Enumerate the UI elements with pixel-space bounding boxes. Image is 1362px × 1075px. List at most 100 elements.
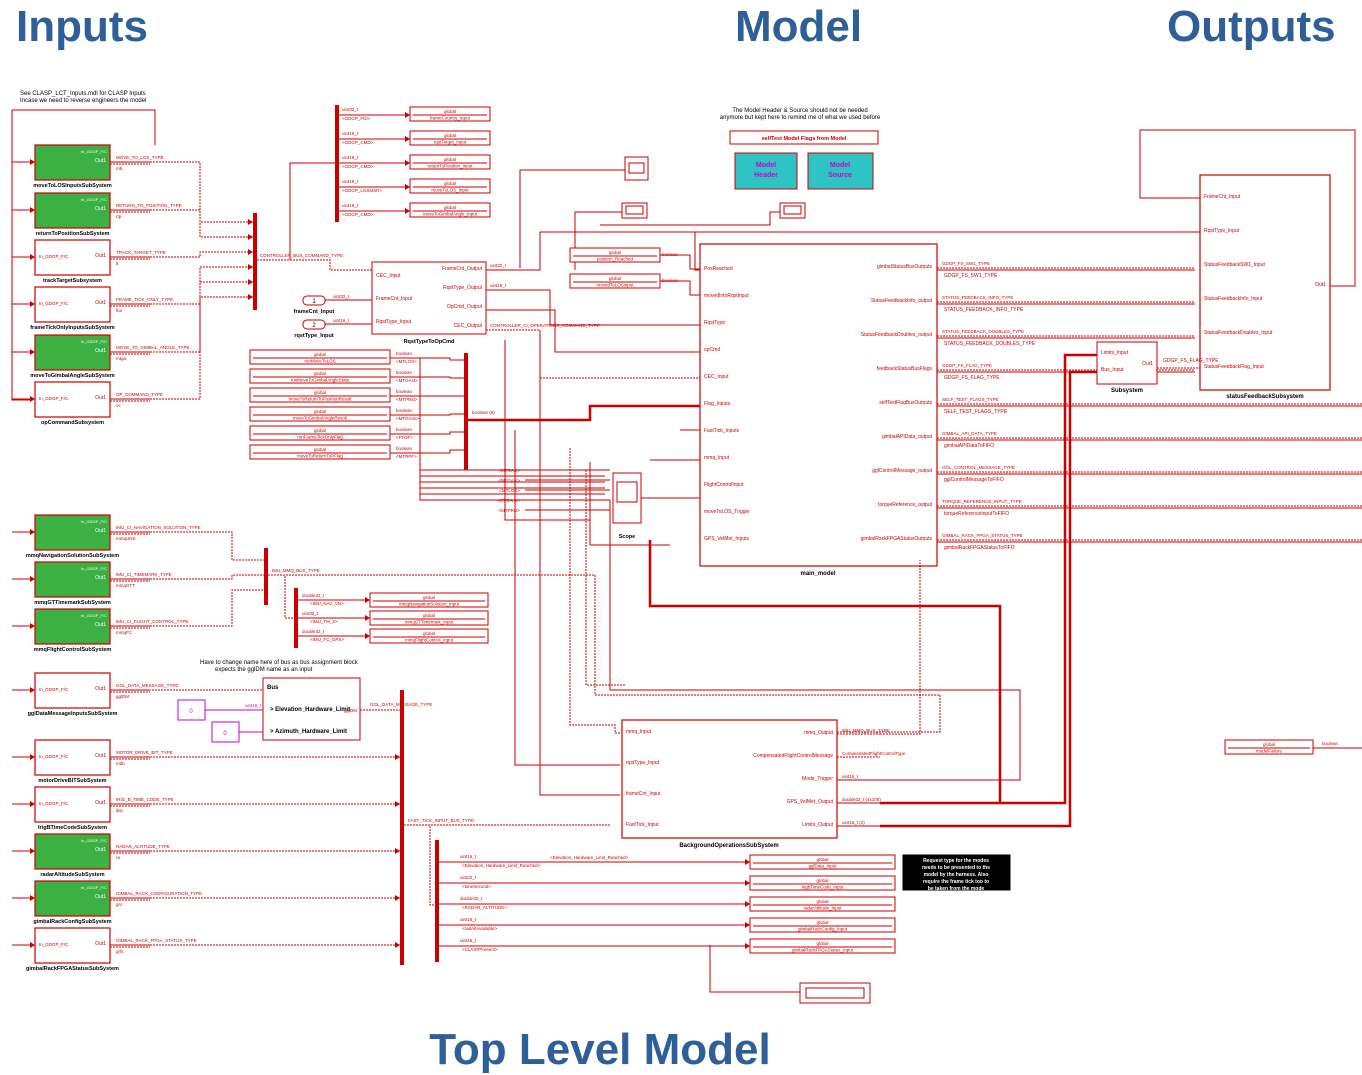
fast-data-store[interactable] bbox=[749, 938, 896, 954]
data-store-name: moveToReturnToPFlag bbox=[297, 454, 343, 459]
flag-data-store[interactable] bbox=[249, 406, 391, 422]
status-inport-label: StatusFeedbackDoubles_Input bbox=[1204, 330, 1273, 336]
input-arrow bbox=[30, 301, 35, 307]
background-operations-subsystem[interactable] bbox=[621, 719, 838, 839]
inputs-header: Inputs bbox=[16, 2, 148, 51]
imu-data-store[interactable] bbox=[369, 610, 489, 626]
input-subsystem-block[interactable] bbox=[34, 514, 111, 551]
signal-type-label: boolean bbox=[396, 389, 413, 394]
bus-creator-1 bbox=[253, 213, 257, 310]
data-store-scope-label: global bbox=[816, 941, 828, 946]
input-subsystem-name: gglDataMessageInputsSubSystem bbox=[28, 711, 118, 717]
subsystem-inport-label: In_GDGP_F/C bbox=[81, 613, 107, 618]
fast-data-store[interactable] bbox=[749, 875, 896, 891]
imu-bus-line bbox=[268, 574, 294, 619]
bus-assign-element: > Elevation_Hardware_Limit bbox=[270, 707, 350, 713]
fast-data-store[interactable] bbox=[749, 896, 896, 912]
bus-arrow bbox=[248, 219, 253, 225]
main-model-name: main_model bbox=[800, 571, 835, 577]
input-subsystem-block[interactable] bbox=[34, 608, 111, 645]
port-signal-label: grc bbox=[116, 902, 123, 907]
subsystem-inport-label: In_GDGP_F/C bbox=[81, 838, 107, 843]
signal-name-label: <IMU_TM_2> bbox=[310, 619, 338, 624]
fast-data-store[interactable] bbox=[749, 917, 896, 933]
gdgp-data-store[interactable] bbox=[409, 130, 491, 146]
port-signal-label: grfs bbox=[116, 949, 124, 954]
imu-data-store[interactable] bbox=[369, 628, 489, 644]
bg-inport-label: FastTick_Input bbox=[626, 822, 659, 828]
signal-type-label: uint16_t bbox=[342, 203, 359, 208]
main-model-block[interactable] bbox=[699, 243, 938, 567]
input-arrow bbox=[30, 754, 35, 760]
request-note-line: require the frame tick too to bbox=[923, 879, 989, 885]
main-inport-label: Flag_Inputs bbox=[704, 401, 731, 407]
bus-assignment-block[interactable] bbox=[262, 677, 361, 741]
bus-assign-output: gglDM bbox=[344, 708, 357, 713]
input-subsystem-name: mmqFlightControlSubSystem bbox=[34, 647, 112, 653]
main-outport-label: StatusFeedbackDoubles_output bbox=[861, 332, 933, 338]
gdgp-data-store[interactable] bbox=[409, 154, 491, 170]
rqst-type-to-opcmd-block[interactable] bbox=[371, 261, 487, 335]
gdgp-data-store[interactable] bbox=[409, 106, 491, 122]
input-subsystem-block[interactable] bbox=[34, 286, 111, 323]
imu-to-bg bbox=[268, 574, 941, 733]
bus-name-note: Have to change name here of bus as bus a… bbox=[200, 660, 359, 666]
signal-type-label: uint32_t bbox=[460, 875, 477, 880]
bus-route bbox=[150, 281, 253, 353]
data-store-name: moveToGimbalAngleResult bbox=[293, 416, 348, 421]
bus-type-label: MOTOR_DRIVE_BIT_TYPE bbox=[116, 750, 173, 755]
subsystem-outport-label: Out1 bbox=[95, 348, 106, 354]
signal-name-label: <MTGArst> bbox=[497, 498, 521, 503]
data-store-name: moveToLOS_Input bbox=[431, 188, 469, 193]
main-outport-label: gimbalStatusBusOutputs bbox=[877, 264, 933, 270]
data-store-name: gglData_Input bbox=[808, 864, 837, 869]
flag-data-store[interactable] bbox=[249, 368, 391, 384]
model-header-block[interactable] bbox=[734, 152, 798, 190]
right-data-store[interactable] bbox=[1224, 739, 1314, 755]
flag-data-store[interactable] bbox=[249, 425, 391, 441]
rqst-output bbox=[486, 329, 700, 379]
data-store-scope-label: global bbox=[444, 133, 456, 138]
input-subsystem-block[interactable] bbox=[34, 672, 111, 709]
port-signal-label: mdb bbox=[116, 761, 125, 766]
imu-route bbox=[150, 531, 264, 561]
signal-type-label: boolean bbox=[396, 370, 413, 375]
input-subsystem-block[interactable] bbox=[34, 561, 111, 598]
flag-data-store[interactable] bbox=[249, 387, 391, 403]
fast-data-store[interactable] bbox=[749, 854, 896, 870]
subsystem-block[interactable] bbox=[1096, 341, 1158, 385]
gdgp-data-store[interactable] bbox=[409, 178, 491, 194]
subsystem-outport-label: Out1 bbox=[95, 158, 106, 164]
subsystem-inport-label: In_GDGP_F/C bbox=[81, 566, 107, 571]
status-outport-label: Out1 bbox=[1315, 282, 1326, 288]
data-store-scope-label: global bbox=[314, 428, 326, 433]
imu-data-store[interactable] bbox=[369, 592, 489, 608]
subsystem-outport-label: Out1 bbox=[95, 253, 106, 259]
flag-data-store[interactable] bbox=[249, 444, 391, 460]
data-store-name: movedToLOSinput bbox=[596, 283, 634, 288]
data-store-name: mmqGTTimemark_Input bbox=[405, 620, 454, 625]
signal-type-label: double32_t bbox=[302, 593, 325, 598]
display-line bbox=[600, 211, 780, 226]
port-signal-label: gglDM bbox=[116, 694, 129, 699]
bus-type-label: GGL_DATA_MESSAGE_TYPE bbox=[370, 702, 432, 707]
subsystem-outport-label: Out1 bbox=[95, 206, 106, 212]
signal-type-label: uint32_t bbox=[302, 611, 319, 616]
bus-type-label: STATUS_FEEDBACK_INFO_TYPE bbox=[942, 295, 1013, 300]
flag-data-store[interactable] bbox=[249, 349, 391, 365]
bus-type-label: TRACK_TARGET_TYPE bbox=[116, 250, 166, 255]
model-header-note: anymore but kept here to remind me of wh… bbox=[720, 115, 881, 121]
status-inport-label: RqstType_Input bbox=[1204, 228, 1240, 234]
model-source-block[interactable] bbox=[807, 152, 874, 190]
input-subsystem-block[interactable] bbox=[34, 144, 111, 181]
bus-type-label: gimbalRackFPGAStatusToFIFO bbox=[944, 545, 1015, 551]
gdgp-data-store[interactable] bbox=[409, 202, 491, 218]
input-subsystem-name: gimbalRackConfigSubSystem bbox=[33, 919, 111, 925]
input-subsystem-block[interactable] bbox=[34, 927, 111, 964]
status-feedback-subsystem[interactable] bbox=[1199, 174, 1331, 391]
selftest-flags-block[interactable] bbox=[729, 130, 879, 145]
scope-screen bbox=[616, 481, 638, 503]
bus-type-label: STATUS_FEEDBACK_DOUBLES_TYPE bbox=[942, 329, 1024, 334]
los-line bbox=[660, 280, 700, 296]
subsystem-inport-label: In_GDGP_F/C bbox=[39, 396, 69, 401]
